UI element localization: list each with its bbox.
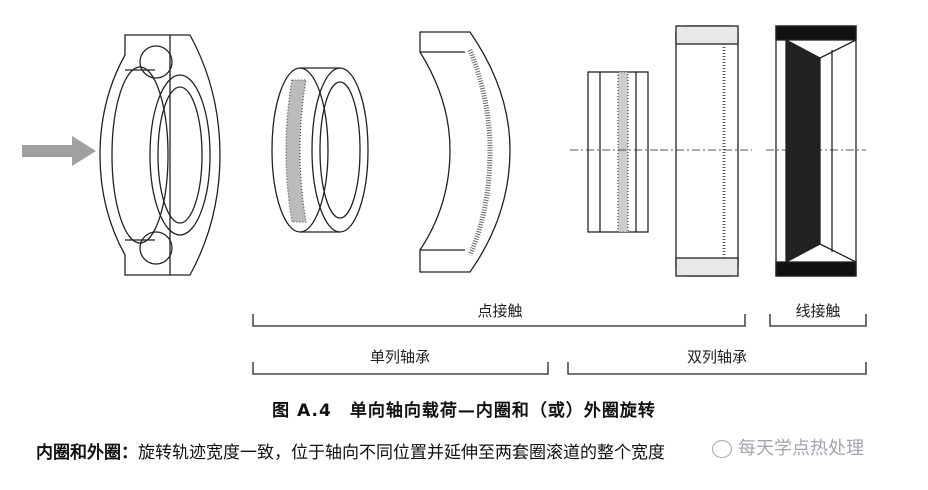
bracket-double-row [567, 362, 867, 375]
wechat-icon [712, 440, 732, 458]
caption-text: 旋转轨迹宽度一致，位于轴向不同位置并延伸至两套圈滚道的整个宽度 [138, 443, 665, 463]
watermark: 每天学点热处理 [712, 434, 864, 460]
inner-ring-single-row [271, 67, 369, 233]
caption-lead: 内圈和外圈： [36, 443, 138, 463]
axial-load-arrow [22, 136, 96, 166]
label-single-row: 单列轴承 [365, 346, 435, 367]
bracket-point-contact [252, 314, 746, 327]
label-line-contact: 线接触 [791, 300, 845, 321]
outer-ring-line-contact [766, 25, 866, 277]
watermark-text: 每天学点热处理 [738, 438, 864, 459]
bearing-diagram [22, 25, 867, 375]
outer-ring-single-row [419, 31, 511, 273]
label-point-contact: 点接触 [473, 300, 527, 321]
bracket-single-row [252, 362, 549, 375]
caption: 内圈和外圈：旋转轨迹宽度一致，位于轴向不同位置并延伸至两套圈滚道的整个宽度 [36, 438, 665, 463]
figure-title: 图 A.4 单向轴向载荷—内圈和（或）外圈旋转 [272, 401, 656, 421]
assembled-ball-bearing [99, 34, 221, 276]
inner-ring-double-row [570, 71, 666, 233]
label-double-row: 双列轴承 [682, 346, 752, 367]
bracket-line-contact [769, 314, 867, 327]
outer-ring-double-row [660, 25, 752, 277]
